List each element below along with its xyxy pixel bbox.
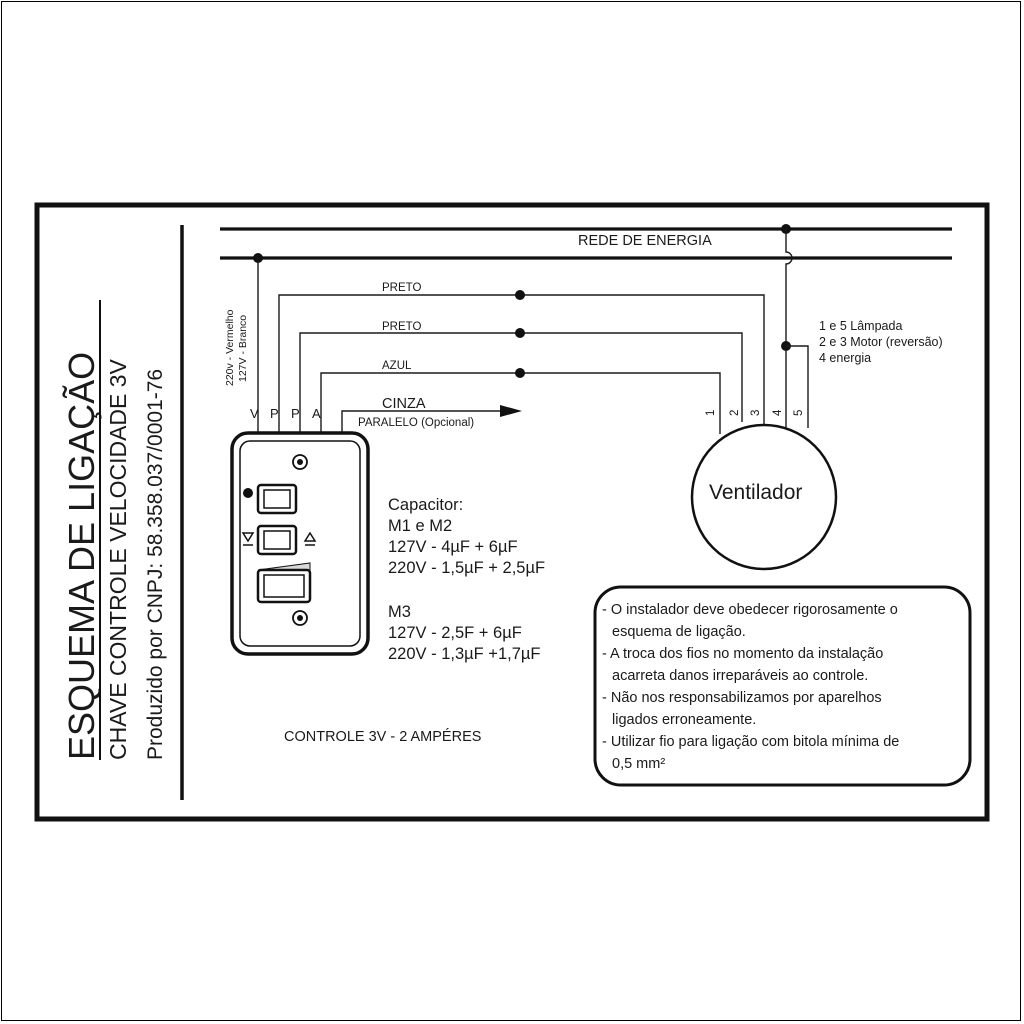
fan-terminal-3: 3	[750, 410, 762, 416]
capacitor-heading: Capacitor:	[388, 496, 463, 514]
wire-azul-label: AZUL	[382, 360, 412, 372]
fan-legend-energy: 4 energia	[819, 351, 871, 365]
control-rating: CONTROLE 3V - 2 AMPÉRES	[284, 728, 481, 745]
reverse-button	[256, 524, 298, 556]
wire-preto-2-label: PRETO	[382, 321, 421, 333]
screw-bottom-icon	[292, 610, 308, 626]
fan-terminal-5: 5	[793, 410, 805, 416]
wire-cinza	[341, 410, 500, 433]
lamp-indicator-icon	[243, 488, 253, 498]
terminal-v: V	[250, 406, 259, 421]
capacitor-m3-220v: 220V - 1,3µF +1,7µF	[388, 645, 540, 663]
note-line-1: - O instalador deve obedecer rigorosamen…	[602, 602, 898, 618]
capacitor-m12-127v: 127V - 4µF + 6µF	[388, 538, 518, 556]
fan-legend-lamp: 1 e 5 Lâmpada	[819, 319, 902, 333]
wire-cinza-label: CINZA	[382, 396, 426, 412]
lamp-button	[256, 483, 298, 515]
direction-up-icon	[303, 531, 317, 542]
capacitor-m12-title: M1 e M2	[388, 517, 452, 535]
screw-top-icon	[292, 454, 308, 470]
capacitor-m12-220v: 220V - 1,5µF + 2,5µF	[388, 559, 545, 577]
note-line-4: acarreta danos irreparáveis ao controle.	[612, 668, 868, 684]
note-line-5: - Não nos responsabilizamos por aparelho…	[602, 690, 882, 706]
notes-box	[593, 585, 972, 787]
wire-preto-1	[278, 294, 765, 433]
terminal-a: A	[312, 406, 321, 421]
diagram-border	[34, 202, 990, 822]
wire-azul-dot	[515, 368, 525, 378]
note-line-3: - A troca dos fios no momento da instala…	[602, 646, 883, 662]
wire-fan-feed	[785, 229, 793, 428]
terminal-p2: P	[291, 406, 300, 421]
note-line-2: esquema de ligação.	[612, 624, 746, 640]
fan-legend-motor: 2 e 3 Motor (reversão)	[819, 335, 943, 349]
note-line-7: - Utilizar fio para ligação com bitola m…	[602, 734, 899, 750]
note-line-6: ligados erroneamente.	[612, 712, 756, 728]
title-main: ESQUEMA DE LIGAÇÃO	[61, 352, 102, 760]
fan-terminal-1: 1	[705, 410, 717, 416]
wire-preto-2-dot	[515, 328, 525, 338]
capacitor-m3-127v: 127V - 2,5F + 6µF	[388, 624, 522, 642]
speed-control-device	[230, 431, 370, 656]
note-line-8: 0,5 mm²	[612, 756, 665, 772]
speed-selector-switch	[256, 568, 312, 604]
wire-fan-lamp	[786, 345, 809, 428]
fan-terminal-4: 4	[772, 409, 784, 416]
voltage-note-white: 127V - Branco	[237, 315, 249, 382]
producer-cnpj: Produzido por CNPJ: 58.358.037/0001-76	[144, 369, 167, 760]
title-subtitle: CHAVE CONTROLE VELOCIDADE 3V	[105, 358, 131, 760]
direction-down-icon	[241, 532, 255, 543]
fan-terminal-2: 2	[729, 410, 741, 416]
fan-label: Ventilador	[709, 481, 802, 504]
capacitor-m3-title: M3	[388, 603, 411, 621]
wire-preto-1-label: PRETO	[382, 282, 421, 294]
wire-cinza-arrow	[500, 405, 522, 417]
network-label: REDE DE ENERGIA	[578, 233, 712, 249]
fan-circle	[690, 423, 838, 571]
wire-parallel-label: PARALELO (Opcional)	[358, 417, 474, 429]
wire-preto-1-dot	[515, 290, 525, 300]
voltage-note-red: 220v - Vermelho	[224, 309, 236, 386]
terminal-p1: P	[270, 406, 279, 421]
